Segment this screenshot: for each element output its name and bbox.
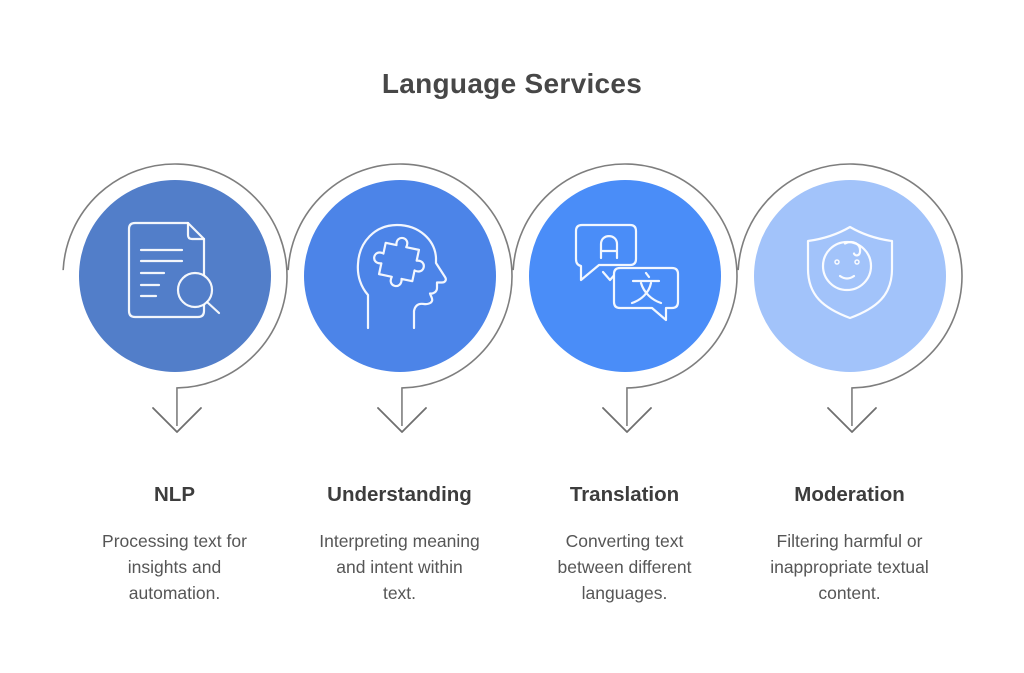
services-row: NLP Processing text for insights and aut… [0, 160, 1024, 606]
service-heading: NLP [154, 483, 195, 506]
service-column-translation: Translation Converting text between diff… [511, 160, 738, 606]
service-heading: Moderation [794, 483, 905, 506]
service-heading: Understanding [327, 483, 472, 506]
page-title: Language Services [381, 68, 643, 99]
document-search-icon [127, 221, 220, 319]
arrow-down-icon [151, 407, 202, 433]
translate-bubbles-icon [574, 223, 679, 322]
shield-face-icon [806, 225, 893, 320]
service-ring [61, 163, 288, 426]
service-circle [78, 180, 271, 372]
service-heading: Translation [569, 483, 680, 506]
service-description: Processing text for insights and automat… [102, 530, 247, 604]
service-ring [286, 163, 513, 426]
service-graphic-understanding [286, 163, 513, 433]
service-circle [303, 180, 496, 372]
service-description: Converting text between different langua… [557, 530, 692, 604]
arrow-down-icon [826, 407, 877, 433]
service-column-nlp: NLP Processing text for insights and aut… [61, 160, 288, 606]
service-column-understanding: Understanding Interpreting meaning and i… [286, 160, 513, 606]
service-graphic-translation [511, 163, 738, 433]
arrow-down-icon [601, 407, 652, 433]
service-graphic-moderation [736, 163, 963, 433]
arrow-down-icon [376, 407, 427, 433]
service-description: Interpreting meaning and intent within t… [319, 530, 480, 604]
service-circle [753, 180, 946, 372]
service-ring [736, 163, 963, 426]
service-ring [511, 163, 738, 426]
service-column-moderation: Moderation Filtering harmful or inapprop… [736, 160, 963, 606]
head-puzzle-icon [356, 223, 447, 330]
service-graphic-nlp [61, 163, 288, 433]
service-description: Filtering harmful or inappropriate textu… [770, 530, 929, 604]
